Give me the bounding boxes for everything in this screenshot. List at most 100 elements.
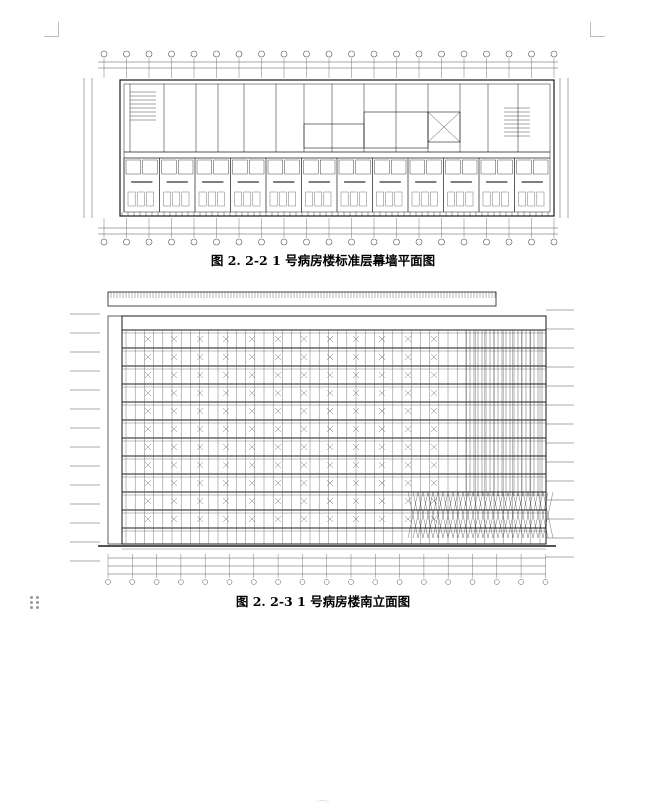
bed [518, 191, 526, 207]
bathroom [355, 159, 371, 175]
drag-handle-icon[interactable] [30, 596, 40, 610]
axis-bubble [213, 238, 220, 246]
axis-bubble [190, 238, 198, 246]
operable-window [300, 353, 308, 361]
operable-window [222, 461, 230, 469]
axis-bubble [280, 50, 288, 58]
bed [252, 191, 261, 207]
operable-window [300, 515, 308, 523]
podium-mesh [522, 491, 534, 539]
axis-bubble [348, 579, 354, 585]
bathroom [374, 159, 390, 175]
axis-bubble [303, 50, 310, 58]
operable-window [248, 425, 256, 433]
bed [207, 191, 216, 207]
operable-window [352, 407, 360, 415]
operable-window [222, 425, 230, 433]
bed [127, 191, 136, 207]
bathroom [462, 159, 478, 175]
operable-window [326, 335, 334, 343]
bathroom [142, 159, 158, 175]
axis-bubble [325, 238, 333, 246]
operable-window [326, 443, 334, 451]
operable-window [404, 443, 412, 451]
axis-bubble [145, 238, 153, 246]
operable-window [170, 443, 178, 451]
operable-window [144, 461, 152, 469]
podium-mesh [542, 491, 554, 539]
axis-bubble [299, 579, 306, 585]
bed [136, 191, 145, 207]
axis-bubble [469, 579, 476, 585]
operable-window [248, 461, 256, 469]
axis-bubble [415, 50, 423, 58]
operable-window [222, 443, 230, 451]
bed [501, 191, 509, 207]
operable-window [378, 497, 386, 505]
bathroom [516, 159, 532, 175]
axis-bubble [275, 579, 281, 585]
operable-window [352, 353, 360, 361]
page-corner-mark-top-right [590, 22, 605, 37]
bed [420, 191, 429, 207]
operable-window [196, 371, 204, 379]
operable-window [430, 479, 438, 487]
axis-bubble [123, 238, 130, 246]
operable-window [300, 371, 308, 379]
bed [430, 191, 438, 207]
axis-bubble [372, 579, 379, 585]
operable-window [274, 407, 282, 415]
operable-window [170, 335, 178, 343]
stair-tower [107, 315, 123, 545]
operable-window [248, 443, 256, 451]
podium-mesh [427, 491, 439, 539]
operable-window [248, 407, 256, 415]
bathroom [533, 159, 549, 175]
operable-window [378, 461, 386, 469]
operable-window [274, 389, 282, 397]
operable-window [300, 425, 308, 433]
bathroom [426, 159, 442, 175]
axis-bubble [168, 50, 175, 58]
podium-mesh [477, 491, 489, 539]
operable-window [222, 371, 230, 379]
operable-window [196, 335, 204, 343]
operable-window [248, 353, 256, 361]
axis-bubble [280, 238, 288, 246]
operable-window [222, 497, 230, 505]
operable-window [274, 353, 282, 361]
operable-window [404, 497, 412, 505]
axis-bubble [438, 238, 445, 246]
operable-window [222, 515, 230, 523]
axis-bubble [518, 579, 524, 585]
bed [482, 191, 491, 207]
operable-window [352, 461, 360, 469]
operable-window [326, 515, 334, 523]
operable-window [300, 497, 308, 505]
operable-window [274, 515, 282, 523]
operable-window [430, 497, 438, 505]
operable-window [196, 389, 204, 397]
operable-window [404, 461, 412, 469]
elevator-cross [427, 111, 461, 143]
axis-bubble [258, 50, 265, 58]
bathroom [232, 159, 248, 175]
operable-window [274, 425, 282, 433]
operable-window [300, 461, 308, 469]
operable-window [404, 371, 412, 379]
bed [323, 191, 332, 207]
operable-window [404, 407, 412, 415]
figure-caption-floor-plan: 图 2. 2-2 1 号病房楼标准层幕墙平面图 [210, 253, 436, 268]
bed [163, 191, 171, 207]
operable-window [404, 335, 412, 343]
operable-window [352, 371, 360, 379]
axis-bubble [153, 579, 160, 585]
axis-bubble [505, 238, 513, 246]
operable-window [196, 407, 204, 415]
axis-bubble [393, 50, 400, 58]
bed [305, 191, 313, 207]
podium-mesh [437, 491, 449, 539]
operable-window [170, 461, 178, 469]
bed [288, 191, 296, 207]
podium-mesh [442, 491, 454, 539]
